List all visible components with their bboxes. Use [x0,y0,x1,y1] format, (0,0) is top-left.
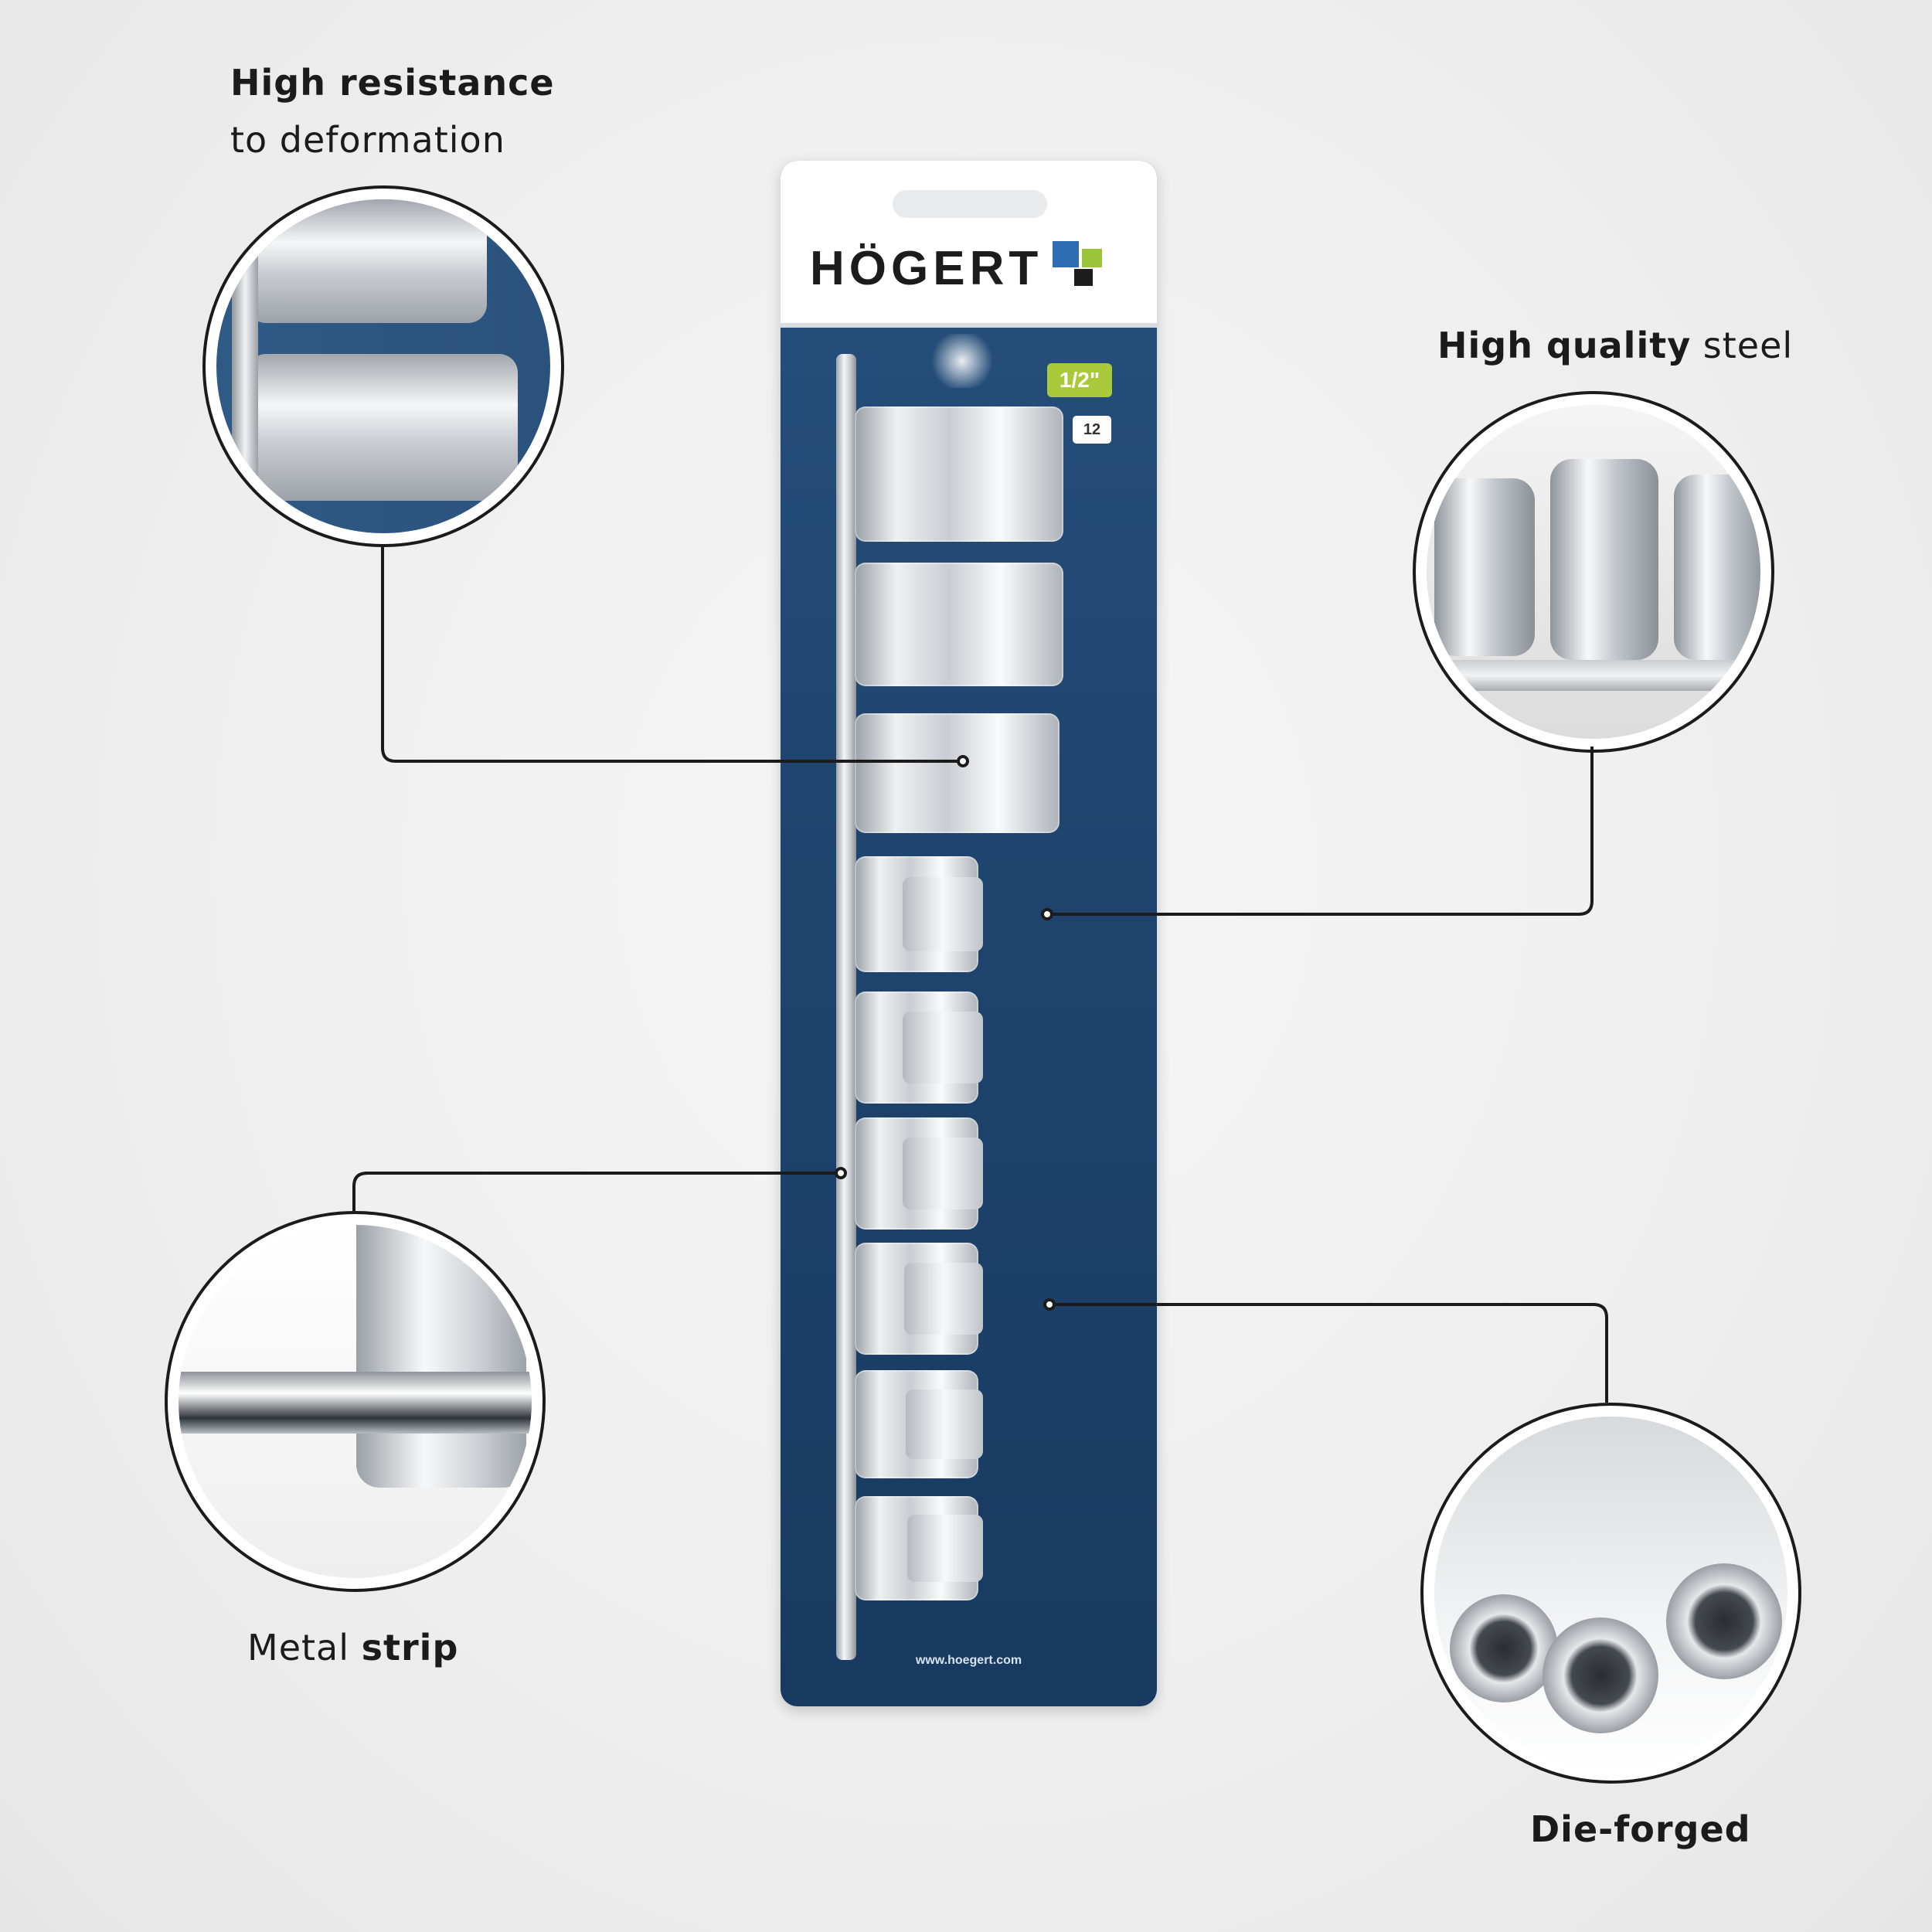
brand-name: HÖGERT [810,242,1043,295]
feature-steel-bold: High quality [1437,325,1692,366]
socket [855,1496,983,1600]
count-badge: 12 [1073,416,1111,444]
feature-strip-label: Metal strip [247,1619,458,1676]
feature-deformation-rest: to deformation [230,119,505,161]
hang-slot [893,190,1047,218]
feature-forged-bold: Die-forged [1530,1808,1751,1850]
card-header: HÖGERT [781,161,1157,328]
zoom-steel [1413,391,1774,753]
feature-strip-regular: Metal [247,1627,362,1668]
socket [855,406,1063,542]
feature-steel-label: High quality steel [1437,317,1793,374]
socket [855,563,1063,686]
zoom-die-forged [1420,1403,1801,1784]
size-badge: 1/2" [1047,363,1112,397]
socket [855,992,983,1104]
product-card: HÖGERT 1/2" 12 www.hoegert.com [781,161,1157,1706]
feature-forged-label: Die-forged [1530,1801,1751,1858]
socket [855,1117,983,1230]
metal-rail [836,354,856,1660]
feature-strip-bold: strip [361,1627,459,1668]
light-glow [927,334,997,388]
zoom-metal-strip [165,1211,546,1592]
feature-steel-rest: steel [1691,325,1794,366]
socket [855,1370,983,1478]
card-site-url: www.hoegert.com [915,1654,1022,1667]
feature-deformation-bold: High resistance [230,62,555,104]
zoom-deformation [202,185,564,547]
brand-logo-icon [1053,241,1102,286]
socket [855,1243,983,1355]
feature-deformation-label: High resistance to deformation [230,54,555,168]
socket [855,713,1060,833]
socket [855,856,983,972]
